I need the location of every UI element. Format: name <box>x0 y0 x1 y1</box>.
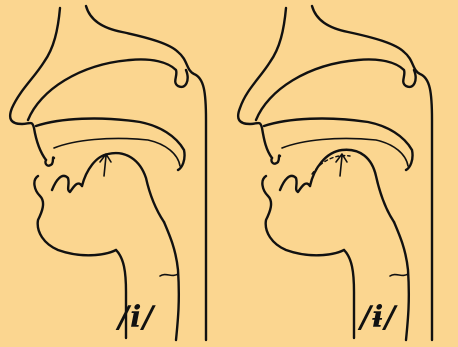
panel-label-i: /i/ <box>118 303 154 333</box>
lower-lip-chin-right <box>262 176 344 255</box>
palate-inner-right <box>282 138 408 166</box>
lower-lip-chin-left <box>34 176 116 255</box>
vocal-tract-left <box>10 6 206 340</box>
tongue-left <box>82 153 164 222</box>
pharynx-wall-right <box>312 6 432 340</box>
larynx-left <box>164 222 179 340</box>
nasal-cavity-left <box>28 59 188 120</box>
upper-lip-right <box>271 155 280 163</box>
throat-right <box>344 250 354 338</box>
vocal-fold-right <box>390 274 408 276</box>
lower-teeth-left <box>52 176 82 192</box>
lower-teeth-right <box>280 176 310 192</box>
tongue-right <box>310 150 394 222</box>
vocal-tract-right <box>238 6 432 340</box>
upper-lip-left <box>45 157 54 165</box>
nose-profile-left <box>10 8 60 160</box>
nose-profile-right <box>238 8 286 158</box>
nasal-cavity-right <box>256 59 416 120</box>
vocal-fold-left <box>160 274 178 276</box>
tongue-arrow-right <box>336 154 347 176</box>
panel-label-barred-i: /ɨ/ <box>360 303 396 333</box>
